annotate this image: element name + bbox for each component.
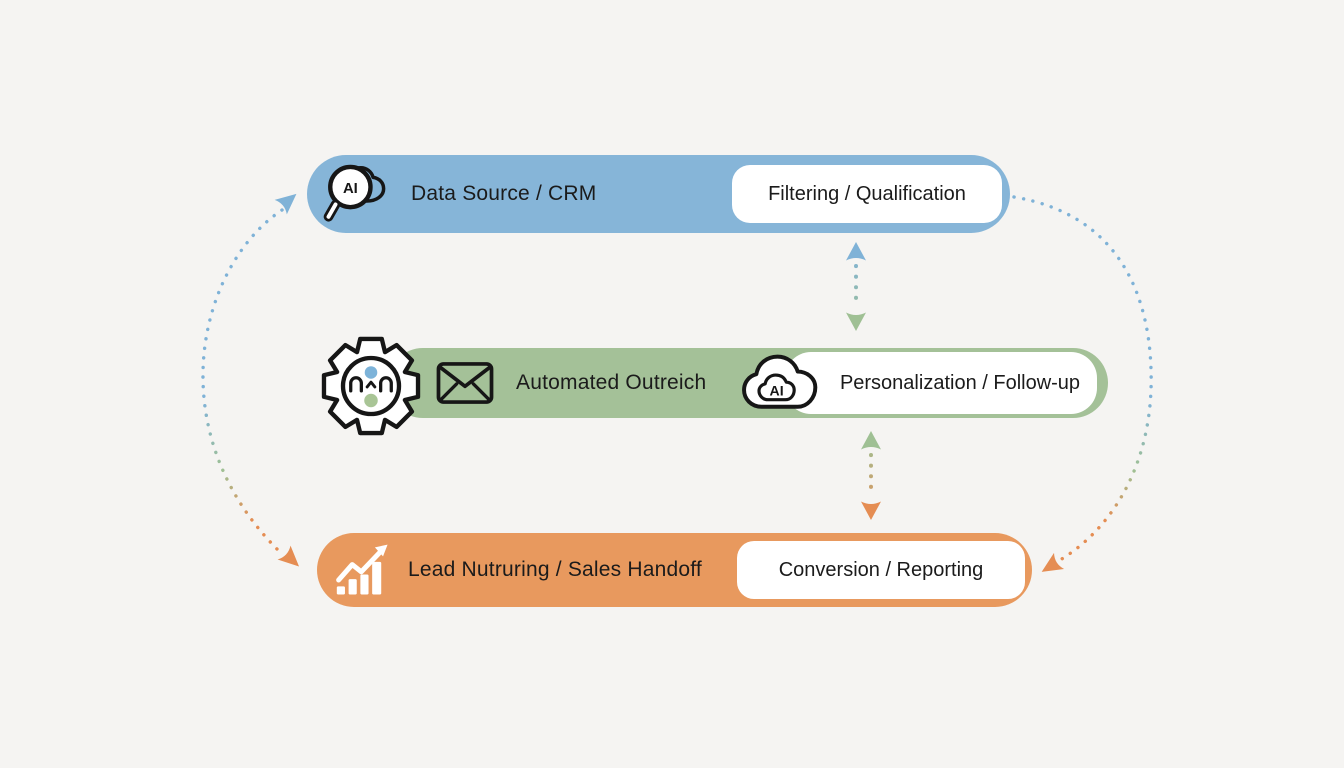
- ai-badge-label: AI: [343, 181, 358, 197]
- arrow-top-middle: [846, 242, 866, 331]
- network-chevron: [365, 380, 377, 389]
- arrowhead-up-blue: [846, 242, 866, 261]
- network-arc-right: [379, 376, 393, 393]
- network-node-green: [364, 393, 378, 408]
- arrowhead-left-top: [274, 193, 297, 215]
- inner-cloud-outline: [757, 373, 796, 402]
- network-node-blue: [364, 366, 378, 379]
- conversion-reporting-pill: Conversion / Reporting: [737, 541, 1025, 599]
- left-cycle-arrow: [201, 193, 300, 567]
- ai-magnifier-icon: AI: [323, 159, 397, 229]
- arrowhead-left-bottom: [277, 545, 300, 567]
- trend-arrowhead: [374, 544, 388, 557]
- network-arc-left: [349, 376, 363, 393]
- growth-chart-icon: [335, 543, 393, 597]
- arrowhead-up-green: [861, 431, 881, 450]
- cloud-shape: [742, 354, 818, 409]
- arrowhead-down-green: [846, 312, 866, 331]
- pill-label-conversion: Conversion / Reporting: [778, 558, 984, 581]
- node-label-data-source: Data Source / CRM: [411, 182, 597, 205]
- envelope-icon: [436, 361, 494, 405]
- pill-label-filtering: Filtering / Qualification: [768, 182, 966, 205]
- pill-label-personalization: Personalization / Follow-up: [839, 371, 1081, 394]
- ai-badge-label: AI: [770, 382, 784, 398]
- node-label-automated-outreach: Automated Outreich: [516, 371, 707, 394]
- node-automated-outreach: Automated Outreich AI Personalization / …: [321, 336, 1108, 436]
- personalization-pill: AI Personalization / Follow-up: [742, 352, 1097, 414]
- arrowhead-right-bottom: [1041, 552, 1065, 572]
- right-cycle-arrow: [1012, 195, 1153, 572]
- node-data-source: AI Data Source / CRM Filtering / Qualifi…: [307, 155, 1010, 233]
- ai-gear-icon: [315, 330, 427, 442]
- node-label-lead-nurturing: Lead Nutruring / Sales Handoff: [408, 558, 702, 581]
- arrowhead-down-orange: [861, 501, 881, 520]
- ai-cloud-icon: AI: [737, 346, 825, 420]
- node-lead-nurturing: Lead Nutruring / Sales Handoff Conversio…: [317, 533, 1032, 607]
- filtering-qualification-pill: Filtering / Qualification: [732, 165, 1002, 223]
- arrow-middle-bottom: [861, 431, 881, 520]
